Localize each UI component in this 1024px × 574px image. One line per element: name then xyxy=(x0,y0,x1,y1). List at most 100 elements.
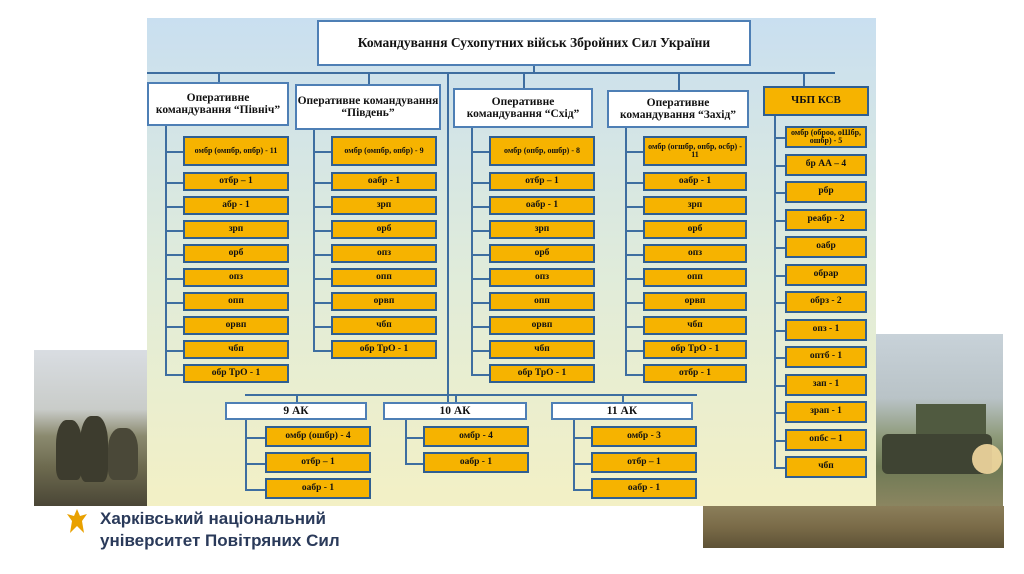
connector-line xyxy=(245,462,265,465)
connector-line xyxy=(774,137,785,139)
connector-line xyxy=(147,72,835,74)
unit-box: рбр xyxy=(785,181,867,203)
unit-box: опп xyxy=(489,292,595,311)
unit-box: чбп xyxy=(643,316,747,335)
unit-box: отбр - 1 xyxy=(643,364,747,383)
operational-command-box: Оперативне командування “Захід” xyxy=(607,90,749,128)
connector-line xyxy=(625,277,643,280)
unit-box: орб xyxy=(489,244,595,263)
unit-box: опз xyxy=(643,244,747,263)
connector-line xyxy=(447,72,449,412)
unit-box: бр АА – 4 xyxy=(785,153,867,176)
connector-line xyxy=(774,302,785,304)
unit-box: зрп xyxy=(331,196,437,215)
connector-line xyxy=(313,130,315,350)
connector-line xyxy=(774,274,785,277)
unit-box: зрап - 1 xyxy=(785,401,867,423)
unit-box: орвп xyxy=(183,316,289,335)
connector-line xyxy=(165,205,183,208)
unit-box: оптб - 1 xyxy=(785,346,867,368)
connector-line xyxy=(471,253,489,256)
unit-box: омбр (опбр, ошбр) - 8 xyxy=(489,136,595,166)
unit-box: опз xyxy=(489,268,595,287)
footer: Харківський національний університет Пов… xyxy=(66,508,340,552)
connector-line xyxy=(471,301,489,304)
unit-box: опп xyxy=(183,292,289,311)
connector-line xyxy=(625,349,643,352)
unit-box: чбп xyxy=(489,340,595,359)
connector-line xyxy=(573,462,591,465)
connector-line xyxy=(625,128,627,374)
connector-line xyxy=(165,277,183,280)
unit-box: отбр – 1 xyxy=(265,452,371,473)
unit-box: опз - 1 xyxy=(785,318,867,341)
field-photo xyxy=(703,506,1004,548)
connector-line xyxy=(165,181,183,184)
unit-box: омбр (омпбр, опбр) - 9 xyxy=(331,136,437,166)
unit-box: зрп xyxy=(643,196,747,215)
connector-line xyxy=(774,439,785,442)
unit-box: обр ТрО - 1 xyxy=(331,340,437,359)
unit-box: чбп xyxy=(785,456,867,478)
connector-line xyxy=(774,247,785,249)
unit-box: опз xyxy=(331,244,437,263)
army-corps-box: 10 АК xyxy=(383,402,527,420)
unit-box: чбп xyxy=(331,316,437,335)
army-corps-box: 11 АК xyxy=(551,402,693,420)
connector-line xyxy=(471,181,489,184)
unit-box: оабр - 1 xyxy=(265,478,371,499)
connector-line xyxy=(245,394,697,396)
unit-box: омбр - 4 xyxy=(423,426,529,447)
unit-box: оабр - 1 xyxy=(423,452,529,473)
unit-box: обр ТрО - 1 xyxy=(643,340,747,359)
operational-command-box: Оперативне командування “Південь” xyxy=(295,84,441,130)
connector-line xyxy=(774,412,785,414)
connector-line xyxy=(625,253,643,256)
unit-box: обр ТрО - 1 xyxy=(183,364,289,383)
connector-line xyxy=(471,349,489,352)
unit-box: зрп xyxy=(183,220,289,239)
unit-box: оабр xyxy=(785,236,867,258)
connector-line xyxy=(218,72,220,82)
connector-line xyxy=(165,325,183,328)
operational-command-box: Оперативне командування “Схід” xyxy=(453,88,593,128)
connector-line xyxy=(245,488,265,491)
unit-box: чбп xyxy=(183,340,289,359)
footer-line-1: Харківський національний xyxy=(100,509,326,528)
unit-box: омбр (омпбр, опбр) - 11 xyxy=(183,136,289,166)
connector-line xyxy=(313,349,331,352)
connector-line xyxy=(245,420,247,489)
connector-line xyxy=(313,205,331,208)
connector-line xyxy=(803,72,805,86)
unit-box: оабр - 1 xyxy=(489,196,595,215)
soldiers-photo xyxy=(34,350,148,506)
connector-line xyxy=(471,373,489,376)
unit-box: зрп xyxy=(489,220,595,239)
connector-line xyxy=(774,164,785,167)
connector-line xyxy=(313,151,331,153)
unit-box: обрар xyxy=(785,263,867,286)
root-command-box: Командування Сухопутних військ Збройних … xyxy=(317,20,751,66)
connector-line xyxy=(313,253,331,256)
unit-box: орвп xyxy=(331,292,437,311)
connector-line xyxy=(455,394,457,402)
connector-line xyxy=(165,126,167,374)
connector-line xyxy=(165,301,183,304)
connector-line xyxy=(573,420,575,489)
connector-line xyxy=(368,72,370,84)
connector-line xyxy=(774,357,785,359)
connector-line xyxy=(245,436,265,439)
org-chart: Командування Сухопутних військ Збройних … xyxy=(147,18,876,506)
unit-box: омбр (оброо, оШбр, ошбр) - 5 xyxy=(785,126,867,148)
connector-line xyxy=(471,277,489,280)
connector-line xyxy=(774,467,785,469)
unit-box: омбр (огшбр, опбр, осбр) - 11 xyxy=(643,136,747,166)
csv-command-box: ЧБП КСВ xyxy=(763,86,869,116)
connector-line xyxy=(165,151,183,153)
connector-line xyxy=(774,192,785,194)
connector-line xyxy=(625,205,643,208)
unit-box: опп xyxy=(643,268,747,287)
connector-line xyxy=(533,66,535,72)
unit-box: оабр - 1 xyxy=(331,172,437,191)
unit-box: оабр - 1 xyxy=(591,478,697,499)
